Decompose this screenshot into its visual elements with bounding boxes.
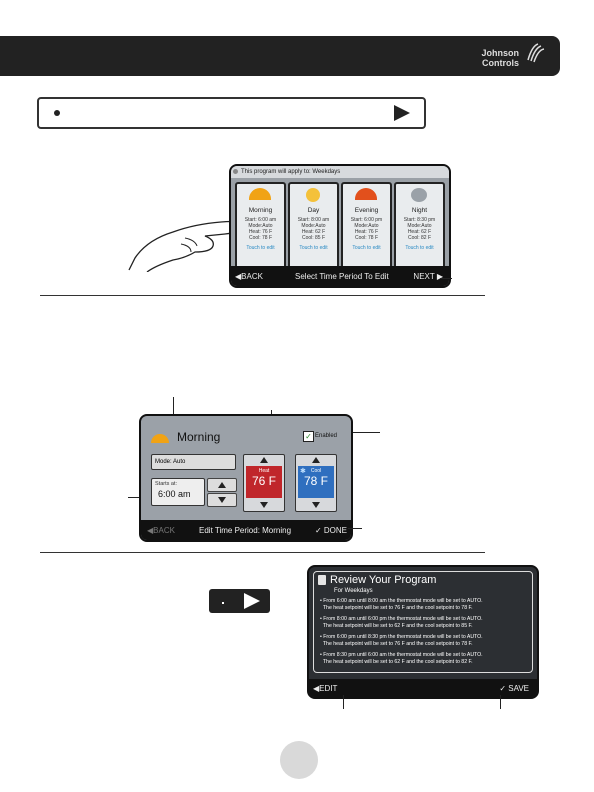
review-screen: Review Your Program For Weekdays • From …: [307, 565, 539, 699]
edit-button[interactable]: ◀EDIT: [313, 684, 338, 693]
play-arrow-icon: [394, 105, 410, 121]
period-card-morning[interactable]: Morning Start: 6:00 am Mode:Auto Heat: 7…: [235, 182, 286, 278]
divider-1: [40, 295, 485, 296]
back-button[interactable]: ◀BACK: [235, 272, 263, 281]
mode-field[interactable]: Mode: Auto: [151, 454, 236, 470]
footer-title: Edit Time Period: Morning: [199, 526, 292, 535]
page-number-badge: [280, 741, 318, 779]
save-button[interactable]: ✓ SAVE: [499, 684, 529, 693]
callout-save: [500, 695, 501, 709]
time-up-button[interactable]: [207, 478, 237, 492]
period-title: Morning: [177, 430, 221, 444]
up-arrow-icon: [312, 457, 320, 463]
heat-setpoint: Heat 76 F: [246, 466, 282, 498]
program-screen: This program will apply to: Weekdays Mor…: [229, 164, 451, 288]
heat-control: Heat 76 F: [243, 454, 285, 512]
review-footer: ◀EDIT ✓ SAVE: [309, 679, 537, 697]
down-arrow-icon: [260, 502, 268, 508]
enabled-label: Enabled: [315, 433, 338, 439]
back-button[interactable]: ◀BACK: [147, 526, 175, 535]
done-button[interactable]: ✓ DONE: [314, 526, 347, 535]
starts-box: Starts at: 6:00 am: [151, 478, 205, 506]
heat-down-button[interactable]: [244, 500, 284, 510]
list-item: • From 6:00 pm until 8:30 pm the thermos…: [320, 634, 483, 647]
footer-title: Select Time Period To Edit: [295, 272, 389, 281]
sun-cloud-icon: [306, 188, 320, 202]
info-icon: [233, 169, 238, 174]
hand-illustration: [128, 220, 246, 272]
sunrise-icon: [249, 188, 271, 200]
program-footer: ◀BACK Select Time Period To Edit NEXT ▶: [231, 266, 449, 286]
heat-up-button[interactable]: [244, 455, 284, 465]
time-down-button[interactable]: [207, 493, 237, 507]
sunset-icon: [355, 188, 377, 200]
cool-control: ✱ Cool 78 F: [295, 454, 337, 512]
list-item: • From 8:00 am until 6:00 pm the thermos…: [320, 616, 483, 629]
bullet-icon: [54, 110, 60, 116]
divider-2: [40, 552, 485, 553]
enabled-checkbox[interactable]: ✓: [303, 431, 314, 442]
next-button-icon: [209, 589, 270, 613]
header-bar: [0, 36, 560, 76]
edit-screen: Morning Mode: Auto Starts at: 6:00 am He…: [139, 414, 353, 542]
brand-logo-icon: [527, 43, 545, 63]
moon-cloud-icon: [411, 188, 427, 202]
list-item: • From 8:30 pm until 6:00 am the thermos…: [320, 652, 483, 665]
step-bar: [37, 97, 426, 129]
callout-enabled: [340, 432, 380, 433]
program-banner: This program will apply to: Weekdays: [231, 166, 449, 178]
up-arrow-icon: [260, 457, 268, 463]
play-arrow-icon: [244, 593, 260, 609]
snowflake-icon: ✱: [300, 468, 306, 475]
cool-up-button[interactable]: [296, 455, 336, 465]
period-card-evening[interactable]: Evening Start: 6:00 pm Mode:Auto Heat: 7…: [341, 182, 392, 278]
document-icon: [318, 575, 326, 585]
list-item: • From 6:00 am until 8:00 am the thermos…: [320, 598, 483, 611]
down-arrow-icon: [218, 497, 226, 503]
cool-down-button[interactable]: [296, 500, 336, 510]
next-button[interactable]: NEXT ▶: [413, 272, 443, 281]
bullet-icon: [222, 602, 224, 604]
callout-edit: [343, 695, 344, 709]
review-panel: Review Your Program For Weekdays • From …: [313, 571, 533, 673]
period-card-day[interactable]: Day Start: 8:00 am Mode:Auto Heat: 62 F …: [288, 182, 339, 278]
review-subtitle: For Weekdays: [334, 588, 373, 594]
edit-footer: ◀BACK Edit Time Period: Morning ✓ DONE: [141, 520, 351, 540]
period-card-night[interactable]: Night Start: 8:30 pm Mode:Auto Heat: 62 …: [394, 182, 445, 278]
next-callout-line: [440, 278, 452, 279]
callout-done: [348, 528, 362, 529]
review-list: • From 6:00 am until 8:00 am the thermos…: [320, 598, 528, 666]
start-time: 6:00 am: [158, 489, 191, 499]
brand-logo-text: Johnson Controls: [481, 48, 520, 68]
down-arrow-icon: [312, 502, 320, 508]
cool-setpoint: ✱ Cool 78 F: [298, 466, 334, 498]
sunrise-icon: [151, 434, 169, 443]
review-title: Review Your Program: [330, 574, 437, 586]
up-arrow-icon: [218, 482, 226, 488]
